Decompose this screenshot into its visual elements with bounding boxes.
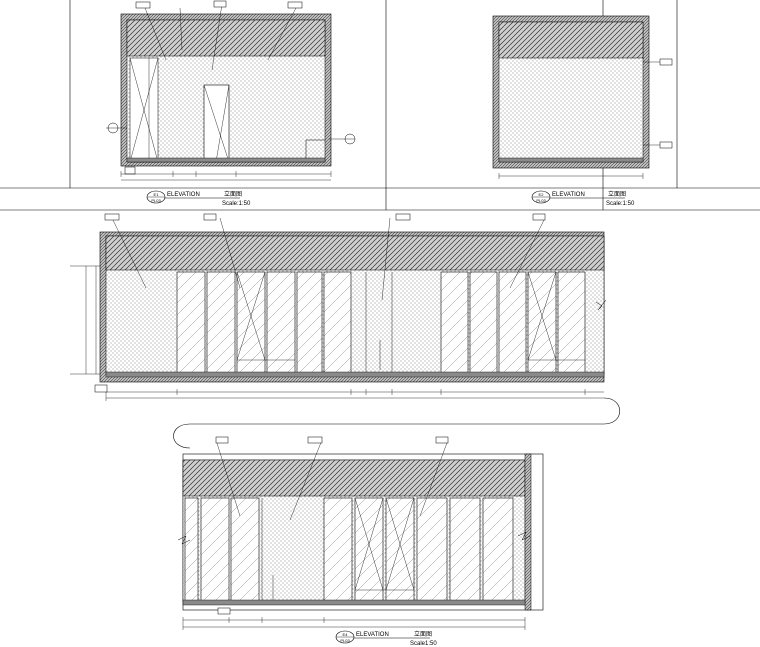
title-block-e4: E4 PL03 ELEVATION 立面图 Scale1:50 — [335, 630, 437, 647]
e1-sheet: PL03 — [151, 198, 161, 203]
title-block-e1: E1 PL03 ELEVATION 立面图 Scale:1:50 — [146, 190, 251, 207]
elevation-4 — [177, 436, 544, 630]
e4-sheet: PL03 — [340, 638, 350, 643]
e2-number: E2 — [539, 192, 545, 197]
elevation-3 — [70, 213, 620, 449]
e1-number: E1 — [154, 192, 160, 197]
e2-scale: Scale:1:50 — [606, 201, 635, 207]
e4-label: ELEVATION — [356, 632, 389, 638]
e1-title: 立面图 — [224, 190, 242, 198]
e2-sheet: PL03 — [536, 198, 546, 203]
elevation-2 — [492, 15, 673, 179]
e1-label: ELEVATION — [167, 192, 200, 198]
e2-title: 立面图 — [608, 190, 626, 198]
elevation-1 — [106, 0, 356, 181]
title-block-e2: E2 PL03 ELEVATION 立面图 Scale:1:50 — [531, 190, 635, 207]
e4-number: E4 — [343, 632, 349, 637]
e1-scale: Scale:1:50 — [222, 201, 251, 207]
e4-scale: Scale1:50 — [410, 641, 437, 647]
e2-label: ELEVATION — [552, 192, 585, 198]
e4-title: 立面图 — [414, 630, 432, 638]
